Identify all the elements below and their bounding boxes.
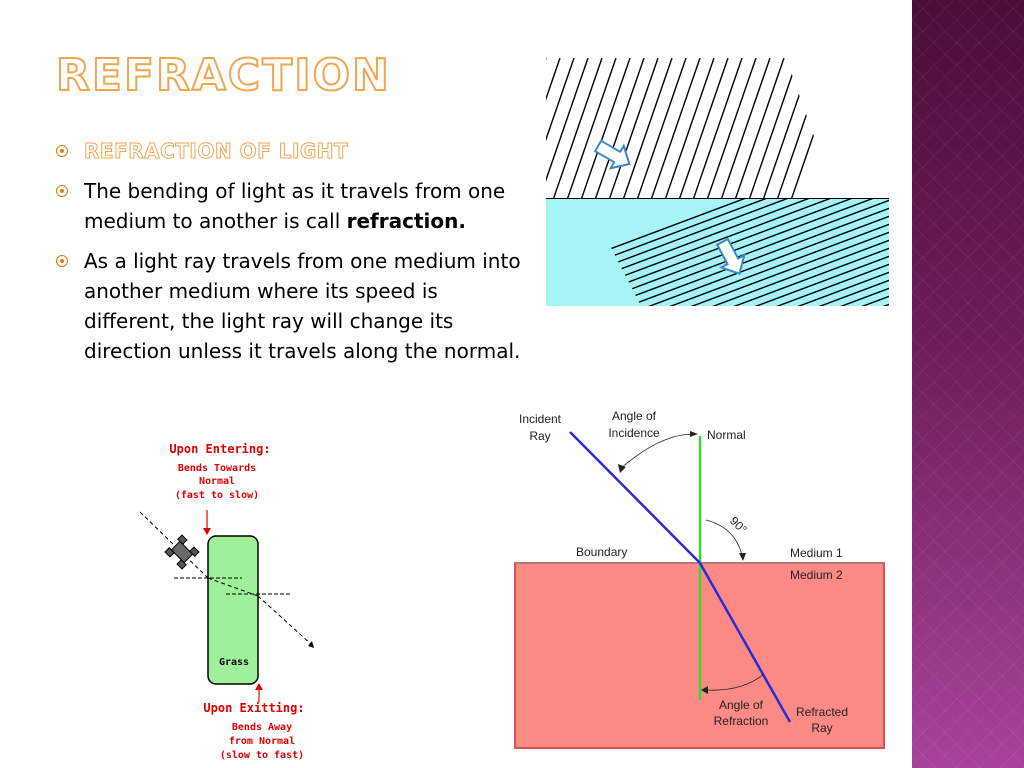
arc-arrowhead-icon bbox=[618, 464, 626, 473]
wavefront-line bbox=[706, 58, 757, 198]
medium-2-label: Medium 2 bbox=[790, 568, 843, 582]
wavefront-line bbox=[585, 199, 788, 275]
ray-diagram: Incident Ray Angle of Incidence Normal 9… bbox=[514, 409, 885, 749]
exiting-line-3: (slow to fast) bbox=[220, 750, 304, 761]
angle-refraction-label-2: Refraction bbox=[714, 714, 769, 728]
wavefront-line bbox=[861, 295, 889, 306]
wavefront-line bbox=[605, 199, 889, 306]
bullet-subheading: REFRACTION OF LIGHT bbox=[83, 139, 349, 164]
wavefront-line bbox=[585, 199, 852, 299]
arc-arrowhead-icon bbox=[701, 686, 708, 694]
water-plain-area bbox=[546, 199, 641, 306]
angle-of-refraction-arc bbox=[705, 673, 765, 691]
toy-car-icon bbox=[164, 534, 200, 570]
bullet-text: As a light ray travels from one medium i… bbox=[84, 249, 521, 363]
angle-incidence-label-1: Angle of bbox=[612, 409, 657, 423]
entering-arrowhead-icon bbox=[203, 528, 211, 535]
bullet-bold-term: refraction. bbox=[346, 209, 466, 233]
wavefront-line bbox=[734, 58, 785, 198]
bullet-icon bbox=[56, 255, 68, 267]
wavefront-line bbox=[754, 255, 889, 306]
exiting-line-2: from Normal bbox=[229, 736, 295, 747]
wavefront-line bbox=[585, 199, 810, 283]
grass-label: Grass bbox=[219, 657, 249, 668]
bullet-icon bbox=[56, 145, 68, 157]
wavefront-line bbox=[669, 223, 889, 306]
wavefront-line bbox=[797, 271, 889, 306]
car-path-line bbox=[257, 595, 313, 646]
exiting-title: Upon Exitting: bbox=[203, 701, 304, 715]
wavefront-line bbox=[733, 247, 889, 306]
bullet-item: The bending of light as it travels from … bbox=[56, 176, 526, 236]
refracted-label-2: Ray bbox=[811, 721, 832, 735]
normal-label: Normal bbox=[707, 428, 746, 442]
wavefront-line bbox=[622, 58, 673, 198]
wavefront-line bbox=[650, 58, 701, 198]
angle-incidence-label-2: Incidence bbox=[608, 426, 660, 440]
exiting-line-1: Bends Away bbox=[232, 722, 292, 733]
wavefront-line bbox=[712, 239, 889, 306]
bullet-list: REFRACTION OF LIGHT The bending of light… bbox=[56, 136, 526, 376]
wavefront-line bbox=[594, 58, 645, 198]
wavefront-line bbox=[776, 263, 889, 306]
wavefront-line bbox=[840, 287, 889, 306]
bullet-item: REFRACTION OF LIGHT bbox=[56, 136, 526, 166]
wavefront-line bbox=[818, 279, 889, 306]
entering-line-1: Bends Towards bbox=[178, 463, 256, 474]
incident-label-1: Incident bbox=[519, 412, 562, 426]
entering-line-3: (fast to slow) bbox=[175, 490, 259, 501]
decorative-side-band bbox=[912, 0, 1024, 768]
wavefront-line bbox=[546, 58, 575, 142]
refracted-label-1: Refracted bbox=[796, 705, 848, 719]
wavefront-line bbox=[648, 215, 889, 306]
wave-direction-arrow-icon bbox=[715, 237, 746, 275]
wavefront-line bbox=[546, 58, 561, 101]
incident-ray bbox=[569, 431, 701, 564]
wavefront-line bbox=[585, 199, 767, 267]
entering-line-2: Normal bbox=[199, 476, 235, 487]
angle-of-incidence-arc bbox=[619, 433, 695, 470]
wavefront-line bbox=[664, 58, 715, 198]
grass-strip bbox=[207, 535, 259, 685]
angle-refraction-label-1: Angle of bbox=[719, 698, 764, 712]
refracted-ray bbox=[698, 562, 792, 723]
slide-title: REFRACTION bbox=[55, 49, 391, 102]
wavefront-line bbox=[546, 58, 589, 182]
bullet-text: The bending of light as it travels from … bbox=[84, 179, 506, 233]
wave-direction-arrow-icon bbox=[593, 139, 631, 170]
wavefront-line bbox=[678, 58, 729, 198]
path-arrowhead-icon bbox=[308, 641, 314, 648]
car-grass-figure: Upon Entering: Bends Towards Normal (fas… bbox=[139, 442, 314, 761]
car-path-line bbox=[139, 511, 209, 579]
wavefront-line bbox=[585, 199, 831, 291]
wavefront-line bbox=[882, 303, 889, 306]
wavefront-line bbox=[748, 58, 799, 198]
air-plain-area bbox=[786, 58, 889, 198]
bullet-item: As a light ray travels from one medium i… bbox=[56, 246, 526, 366]
wavefront-line bbox=[585, 199, 746, 259]
entering-title: Upon Entering: bbox=[169, 442, 270, 456]
arc-arrowhead-icon bbox=[690, 431, 698, 437]
wavefront-figure bbox=[546, 58, 889, 306]
wavefront-line bbox=[720, 58, 771, 198]
medium-1-label: Medium 1 bbox=[790, 546, 843, 560]
arc-arrowhead-icon bbox=[739, 553, 746, 561]
wavefront-line bbox=[608, 58, 659, 198]
wavefront-line bbox=[585, 199, 874, 306]
bullet-icon bbox=[56, 185, 68, 197]
wavefront-line bbox=[552, 58, 603, 198]
boundary-label: Boundary bbox=[576, 545, 627, 559]
incident-label-2: Ray bbox=[529, 429, 550, 443]
wavefront-line bbox=[692, 58, 743, 198]
exiting-arrowhead-icon bbox=[255, 683, 263, 690]
wavefront-line bbox=[626, 207, 889, 306]
wavefront-line bbox=[690, 231, 889, 306]
car-path-line bbox=[207, 577, 259, 597]
wavefront-line bbox=[580, 58, 631, 198]
right-angle-arc bbox=[705, 519, 743, 557]
wavefront-line bbox=[566, 58, 617, 198]
wavefront-line bbox=[636, 58, 687, 198]
